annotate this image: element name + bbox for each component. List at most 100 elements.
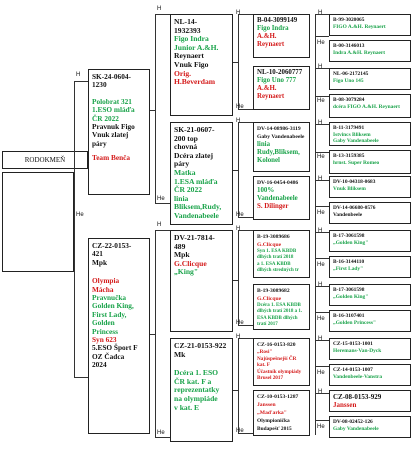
connector-line <box>233 170 238 171</box>
ancestor-card-6[interactable]: B-13-3159385 hrnst. Super Romeo <box>329 150 411 174</box>
card-line: Figo Indra Junior A.&H. <box>174 34 219 52</box>
registration-number: B-11-3179491 <box>333 125 365 131</box>
ancestor-card-11[interactable]: B-17-3061598 „Golden King" <box>329 284 411 306</box>
card-line: Olympionička Budapešť 2015 <box>257 418 292 433</box>
connector-line <box>315 232 329 233</box>
registration-number: B-04-3099149 <box>257 17 298 24</box>
ancestor-card-3[interactable]: NL-06-2172145 Figo Uno 145 <box>329 68 411 90</box>
card-line: FIGO A.&H. Reynaert <box>333 23 386 30</box>
connector-line <box>238 14 253 15</box>
registration-number: CZ-14-0153-1007 <box>333 367 373 373</box>
card-line: Reynaert Vnuk Figo <box>174 51 209 69</box>
marker-he: He <box>317 424 325 430</box>
card-line: Dcéra zlatej páry <box>174 150 213 169</box>
ancestor-card-13[interactable]: CZ-15-0153-1001 Heremans-Van-Dyck <box>329 338 411 360</box>
marker-h: H <box>318 282 323 288</box>
card-line: A.&H. Reynaert <box>257 33 285 49</box>
connector-line <box>155 230 156 437</box>
connector-line <box>315 36 329 37</box>
card-line: „Golden King" <box>333 239 369 246</box>
registration-number: DV-08-02452-126 <box>333 419 373 425</box>
marker-h: H <box>236 226 241 232</box>
connector-line <box>315 180 329 181</box>
card-line: Pravnuk Figo Vnuk zlatej páry <box>92 122 135 148</box>
connector-line <box>233 280 238 281</box>
great-grandparent-card-1[interactable]: B-04-3099149 Figo Indra A.&H. Reynaert <box>253 14 310 58</box>
registration-number: B-17-3061598 <box>333 287 365 293</box>
great-grandparent-card-8[interactable]: CZ-10-0153-1287 Janssen „Mad'arka" Olymp… <box>253 390 310 436</box>
connector-line <box>315 366 329 367</box>
ancestor-card-4[interactable]: B-08-3079284 dcéra FIGO A.&H. Reynaert <box>329 94 411 118</box>
card-line: G.Clicque <box>257 242 282 249</box>
ancestor-card-16[interactable]: DV-08-02452-126 Gaby Vandenabeele <box>329 416 411 438</box>
ancestor-card-2[interactable]: B-00-3146013 Indra A.&H. Reynaert <box>329 40 411 62</box>
connector-line <box>155 14 170 15</box>
parent-card-dam[interactable]: CZ-22-0153- 421 Mpk Olympia Mácha Pravnu… <box>88 238 150 434</box>
ancestor-card-12[interactable]: B-16-3107401 „Golden Princess" <box>329 310 411 332</box>
parent-card-sire[interactable]: SK-24-0604- 1230 Polobrat 321 1.ESO mláď… <box>88 69 150 195</box>
card-line: hrnst. Super Romeo <box>333 159 380 166</box>
ancestor-card-8[interactable]: DV-14-06680-0576 Vandenbeele <box>329 202 411 224</box>
connector-line <box>238 338 239 433</box>
connector-line <box>238 433 253 434</box>
great-grandparent-card-7[interactable]: CZ-16-0153-820 „Rosi" Najúspešnejší ČR k… <box>253 338 310 386</box>
great-grandparent-card-2[interactable]: NL-10-2060777 Figo Uno 777 A.&H. Reynaer… <box>253 66 310 110</box>
marker-h: H <box>318 389 323 395</box>
great-grandparent-card-6[interactable]: B-19-3089682 G.Clicque Dcéra 1. ESA KBDB… <box>253 284 310 330</box>
card-line: Janssen <box>333 401 357 409</box>
ancestor-card-15[interactable]: CZ-08-0153-929 Janssen <box>329 390 411 412</box>
connector-line <box>155 437 170 438</box>
ancestor-card-5[interactable]: B-11-3179491 Istvincs Bliksem Gaby Vande… <box>329 122 411 146</box>
card-line: Orig. H.Beverdam <box>174 68 216 87</box>
registration-number: B-17-3061598 <box>333 233 365 239</box>
marker-he: He <box>317 370 325 376</box>
connector-line <box>233 62 238 63</box>
marker-he: He <box>317 98 325 104</box>
registration-number: DV-10-04318-0683 <box>333 179 376 185</box>
great-grandparent-card-3[interactable]: DV-14-08986-3119 Gaby Vandenabeele linia… <box>253 122 310 172</box>
connector-line <box>315 206 329 207</box>
connector-line <box>233 390 238 391</box>
card-line: Matka 1.ESA mláďa ČR 2022 linia Bliksem,… <box>174 167 222 220</box>
ancestor-card-7[interactable]: DV-10-04318-0683 Vnuk Bliksem <box>329 176 411 198</box>
card-line: „Mad'arka" <box>257 410 287 417</box>
card-line: 5.ESO Šport F OZ Čadca 2024 <box>92 343 138 370</box>
great-grandparent-card-5[interactable]: B-19-3089686 G.Clicque Syn 1. ESA KBDB d… <box>253 230 310 278</box>
marker-he: He <box>236 320 244 326</box>
connector-line <box>315 14 329 15</box>
registration-number: B-19-3089686 <box>257 234 290 240</box>
grandparent-card-4[interactable]: CZ-21-0153-922 Mk Dcéra 1. ESO ČR kat. F… <box>170 338 233 442</box>
registration-number: DV-14-08986-3119 <box>257 126 301 132</box>
marker-he: He <box>157 430 165 436</box>
card-line: Pravnučka Golden King, First Lady, Golde… <box>92 293 134 336</box>
ancestor-card-14[interactable]: CZ-14-0153-1007 Vandenbeele-Vanstra <box>329 364 411 386</box>
card-line: „First Lady" <box>333 265 364 272</box>
connector-line <box>315 393 329 394</box>
card-line: „King" <box>174 267 199 277</box>
marker-h: H <box>318 336 323 342</box>
card-line: Dcéra 1. ESA KBDB dlhých tratí 2018 a 1.… <box>257 303 303 327</box>
ancestor-card-10[interactable]: B-16-3144110 „First Lady" <box>329 256 411 278</box>
card-line: G.Clicque <box>174 258 207 268</box>
card-line: Polobrat 321 1.ESO mláďa ČR 2022 <box>92 96 135 123</box>
card-line: 100% Vandenabeele <box>257 187 298 203</box>
great-grandparent-card-4[interactable]: DV-16-0454-0486 100% Vandenabeele S. Dil… <box>253 176 310 220</box>
grandparent-card-3[interactable]: DV-21-7814- 489 Mpk G.Clicque „King" <box>170 230 233 332</box>
grandparent-card-2[interactable]: SK-21-0607- 200 top chovná Dcéra zlatej … <box>170 122 233 225</box>
connector-line <box>238 122 253 123</box>
ancestor-card-9[interactable]: B-17-3061598 „Golden King" <box>329 230 411 252</box>
grandparent-card-1[interactable]: NL-14- 1932393 Figo Indra Junior A.&H. R… <box>170 14 233 116</box>
registration-number: CZ-21-0153-922 Mk <box>174 341 227 359</box>
card-line: Team Benča <box>92 153 131 163</box>
registration-number: B-19-3089682 <box>257 288 290 294</box>
card-line: „Golden Princess" <box>333 319 376 326</box>
connector-line <box>150 110 155 111</box>
ancestor-card-1[interactable]: B-99-3020065 FIGO A.&H. Reynaert <box>329 14 411 36</box>
connector-line <box>238 217 253 218</box>
registration-number: SK-21-0607- 200 top chovná <box>174 125 215 152</box>
connector-line <box>315 14 316 435</box>
connector-line <box>74 81 75 377</box>
marker-h: H <box>318 120 323 126</box>
card-line: Figo Uno 777 <box>257 77 297 85</box>
connector-line <box>238 109 253 110</box>
